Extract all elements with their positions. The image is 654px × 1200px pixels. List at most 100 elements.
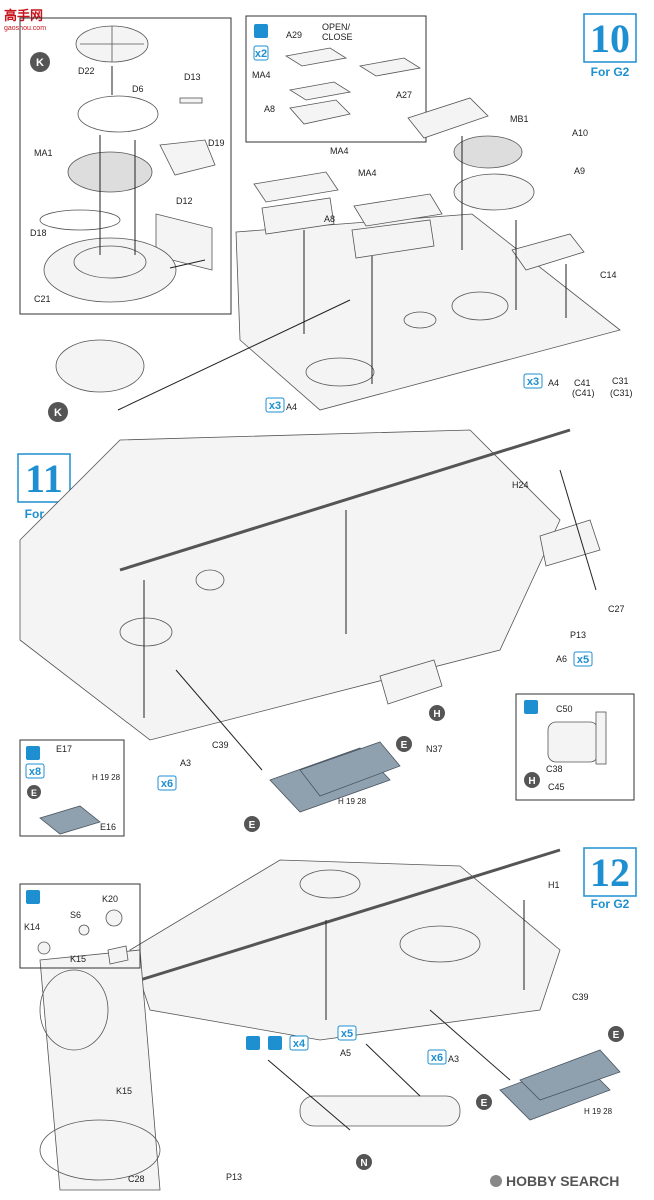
svg-text:H 19 28: H 19 28 xyxy=(338,797,367,806)
svg-text:H 19 28: H 19 28 xyxy=(584,1107,613,1116)
svg-text:H: H xyxy=(433,709,440,720)
svg-text:(C41): (C41) xyxy=(572,388,595,398)
svg-text:A5: A5 xyxy=(340,1048,351,1058)
svg-text:MB1: MB1 xyxy=(510,114,529,124)
part-d13 xyxy=(179,97,203,104)
svg-text:A8: A8 xyxy=(324,214,335,224)
svg-text:H 19 28: H 19 28 xyxy=(92,773,121,782)
svg-text:A6: A6 xyxy=(556,654,567,664)
svg-text:x5: x5 xyxy=(341,1028,353,1040)
svg-text:A27: A27 xyxy=(396,90,412,100)
svg-text:MA4: MA4 xyxy=(330,146,349,156)
svg-text:C50: C50 xyxy=(556,704,573,714)
step-12-hull: H1 C39 A3 x6 x5 A5 x4 N H 19 28 E E K15 … xyxy=(39,848,624,1191)
part-d6 xyxy=(77,95,159,133)
svg-text:x3: x3 xyxy=(269,400,281,412)
step-10-header: 10 For G2 xyxy=(583,13,637,79)
svg-text:A8: A8 xyxy=(264,104,275,114)
svg-text:x4: x4 xyxy=(293,1038,306,1050)
svg-text:D6: D6 xyxy=(132,84,144,94)
svg-text:MA4: MA4 xyxy=(358,168,377,178)
svg-text:高手网: 高手网 xyxy=(4,8,43,23)
step-11-hull: H24 C27 P13 A6 x5 H N37 C39 A3 x6 E H 19… xyxy=(19,428,625,832)
svg-text:D22: D22 xyxy=(78,66,95,76)
part-a29b xyxy=(358,57,422,77)
inset-hatch: x2 OPEN/CLOSE A29 MA4 A8 A27 xyxy=(245,15,427,143)
svg-text:C31: C31 xyxy=(612,376,629,386)
svg-text:x2: x2 xyxy=(255,48,267,60)
step-number: 10 xyxy=(590,16,630,61)
svg-text:C27: C27 xyxy=(608,604,625,614)
svg-text:x6: x6 xyxy=(431,1052,443,1064)
glue-icon xyxy=(254,24,268,38)
watermark-logo: 高手网 gaoshou.com xyxy=(4,8,46,32)
svg-text:x3: x3 xyxy=(527,376,539,388)
svg-text:H1: H1 xyxy=(548,880,560,890)
svg-text:MA4: MA4 xyxy=(252,70,271,80)
svg-text:D18: D18 xyxy=(30,228,47,238)
svg-text:x5: x5 xyxy=(577,654,589,666)
svg-text:x6: x6 xyxy=(161,778,173,790)
svg-text:S6: S6 xyxy=(70,910,81,920)
svg-text:H: H xyxy=(528,776,535,787)
svg-text:D13: D13 xyxy=(184,72,201,82)
svg-text:A4: A4 xyxy=(286,402,297,412)
svg-text:N: N xyxy=(360,1158,367,1169)
track-links-12 xyxy=(499,1049,621,1121)
hobby-search-logo-icon xyxy=(490,1175,502,1187)
part-d19 xyxy=(159,139,216,176)
svg-text:K15: K15 xyxy=(70,954,86,964)
svg-text:For G2: For G2 xyxy=(591,897,630,911)
svg-text:K15: K15 xyxy=(116,1086,132,1096)
svg-text:gaoshou.com: gaoshou.com xyxy=(4,25,46,32)
svg-text:D19: D19 xyxy=(208,138,225,148)
svg-text:K20: K20 xyxy=(102,894,118,904)
svg-text:E: E xyxy=(31,788,37,798)
svg-text:E: E xyxy=(401,740,408,751)
svg-text:MA1: MA1 xyxy=(34,148,53,158)
svg-text:A4: A4 xyxy=(548,378,559,388)
step-12-header: 12 For G2 xyxy=(583,847,637,911)
svg-text:K: K xyxy=(36,57,44,69)
svg-text:E: E xyxy=(249,820,256,831)
svg-text:H24: H24 xyxy=(512,480,529,490)
svg-text:C28: C28 xyxy=(128,1174,145,1184)
svg-text:C21: C21 xyxy=(34,294,51,304)
svg-text:C39: C39 xyxy=(572,992,589,1002)
svg-text:A9: A9 xyxy=(574,166,585,176)
svg-text:11: 11 xyxy=(25,456,63,501)
inset-k: K D22 D6 D13 MA1 D19 D12 D18 C21 xyxy=(19,17,232,315)
part-barrel xyxy=(299,1095,461,1127)
inset-h: C50 C38 H C45 xyxy=(515,693,635,801)
svg-text:E: E xyxy=(481,1098,488,1109)
svg-text:K14: K14 xyxy=(24,922,40,932)
svg-text:A10: A10 xyxy=(572,128,588,138)
part-c21 xyxy=(43,237,177,303)
svg-text:12: 12 xyxy=(590,850,630,895)
svg-text:C38: C38 xyxy=(546,764,563,774)
svg-text:C39: C39 xyxy=(212,740,229,750)
svg-text:HOBBY SEARCH: HOBBY SEARCH xyxy=(506,1173,619,1189)
svg-text:A3: A3 xyxy=(180,758,191,768)
svg-text:E: E xyxy=(613,1030,620,1041)
svg-text:E16: E16 xyxy=(100,822,116,832)
step-variant: For G2 xyxy=(591,65,630,79)
callout-k-icon xyxy=(30,52,50,72)
part-a8 xyxy=(289,99,351,125)
svg-text:E17: E17 xyxy=(56,744,72,754)
svg-text:OPEN/CLOSE: OPEN/CLOSE xyxy=(322,22,353,42)
svg-text:A29: A29 xyxy=(286,30,302,40)
svg-text:D12: D12 xyxy=(176,196,193,206)
part-ma1 xyxy=(67,151,153,193)
footer-brand: HOBBY SEARCH xyxy=(490,1173,619,1189)
inset-periscope: K14 S6 K20 K15 xyxy=(19,883,141,969)
svg-text:C14: C14 xyxy=(600,270,617,280)
svg-text:K: K xyxy=(54,407,62,419)
part-a29 xyxy=(284,47,348,67)
svg-text:A3: A3 xyxy=(448,1054,459,1064)
svg-text:N37: N37 xyxy=(426,744,443,754)
svg-text:C41: C41 xyxy=(574,378,591,388)
svg-text:P13: P13 xyxy=(226,1172,242,1182)
track-links xyxy=(269,741,401,813)
